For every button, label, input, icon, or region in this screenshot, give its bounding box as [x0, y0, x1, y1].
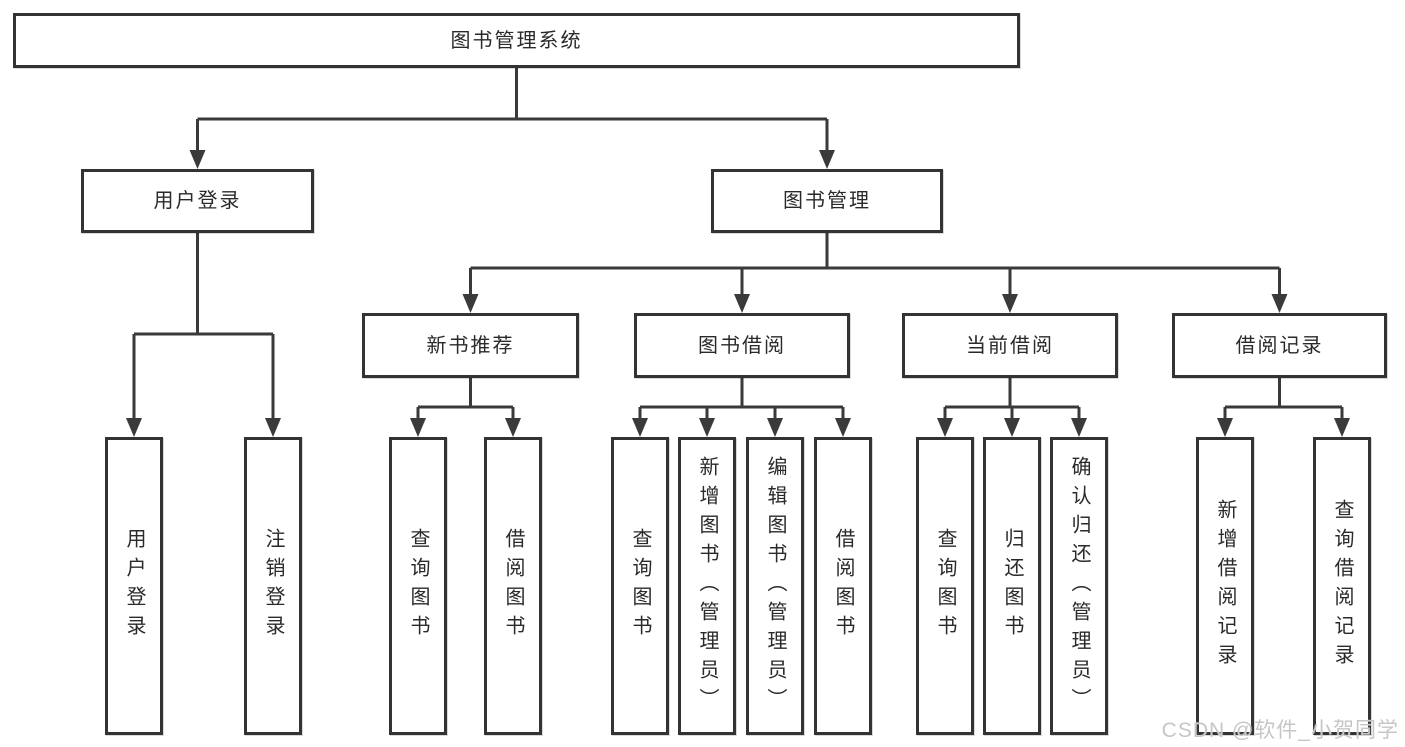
node-login-v: 用户登录 — [105, 437, 163, 735]
node-current-borrow: 当前借阅 — [902, 313, 1118, 378]
node-book-borrow: 图书借阅 — [634, 313, 850, 378]
node-new-book-rec: 新书推荐 — [362, 313, 579, 378]
node-query-books-2: 查询图书 — [611, 437, 669, 735]
node-book-mgmt: 图书管理 — [711, 169, 943, 233]
watermark: CSDN @软件_小贺同学 — [1161, 719, 1399, 742]
node-query-borrow-record: 查询借阅记录 — [1313, 437, 1371, 735]
node-query-books-3: 查询图书 — [916, 437, 974, 735]
node-query-books-1: 查询图书 — [389, 437, 447, 735]
node-root: 图书管理系统 — [13, 13, 1020, 68]
node-add-borrow-record: 新增借阅记录 — [1196, 437, 1254, 735]
node-edit-books: 编辑图书（管理员） — [746, 437, 804, 735]
node-confirm-return: 确认归还（管理员） — [1050, 437, 1108, 735]
node-borrow-books-2: 借阅图书 — [814, 437, 872, 735]
node-return-books: 归还图书 — [983, 437, 1041, 735]
node-user-login: 用户登录 — [81, 169, 314, 233]
node-borrow-books-1: 借阅图书 — [484, 437, 542, 735]
node-logout-v: 注销登录 — [244, 437, 302, 735]
node-add-books: 新增图书（管理员） — [678, 437, 736, 735]
node-borrow-records: 借阅记录 — [1172, 313, 1387, 378]
